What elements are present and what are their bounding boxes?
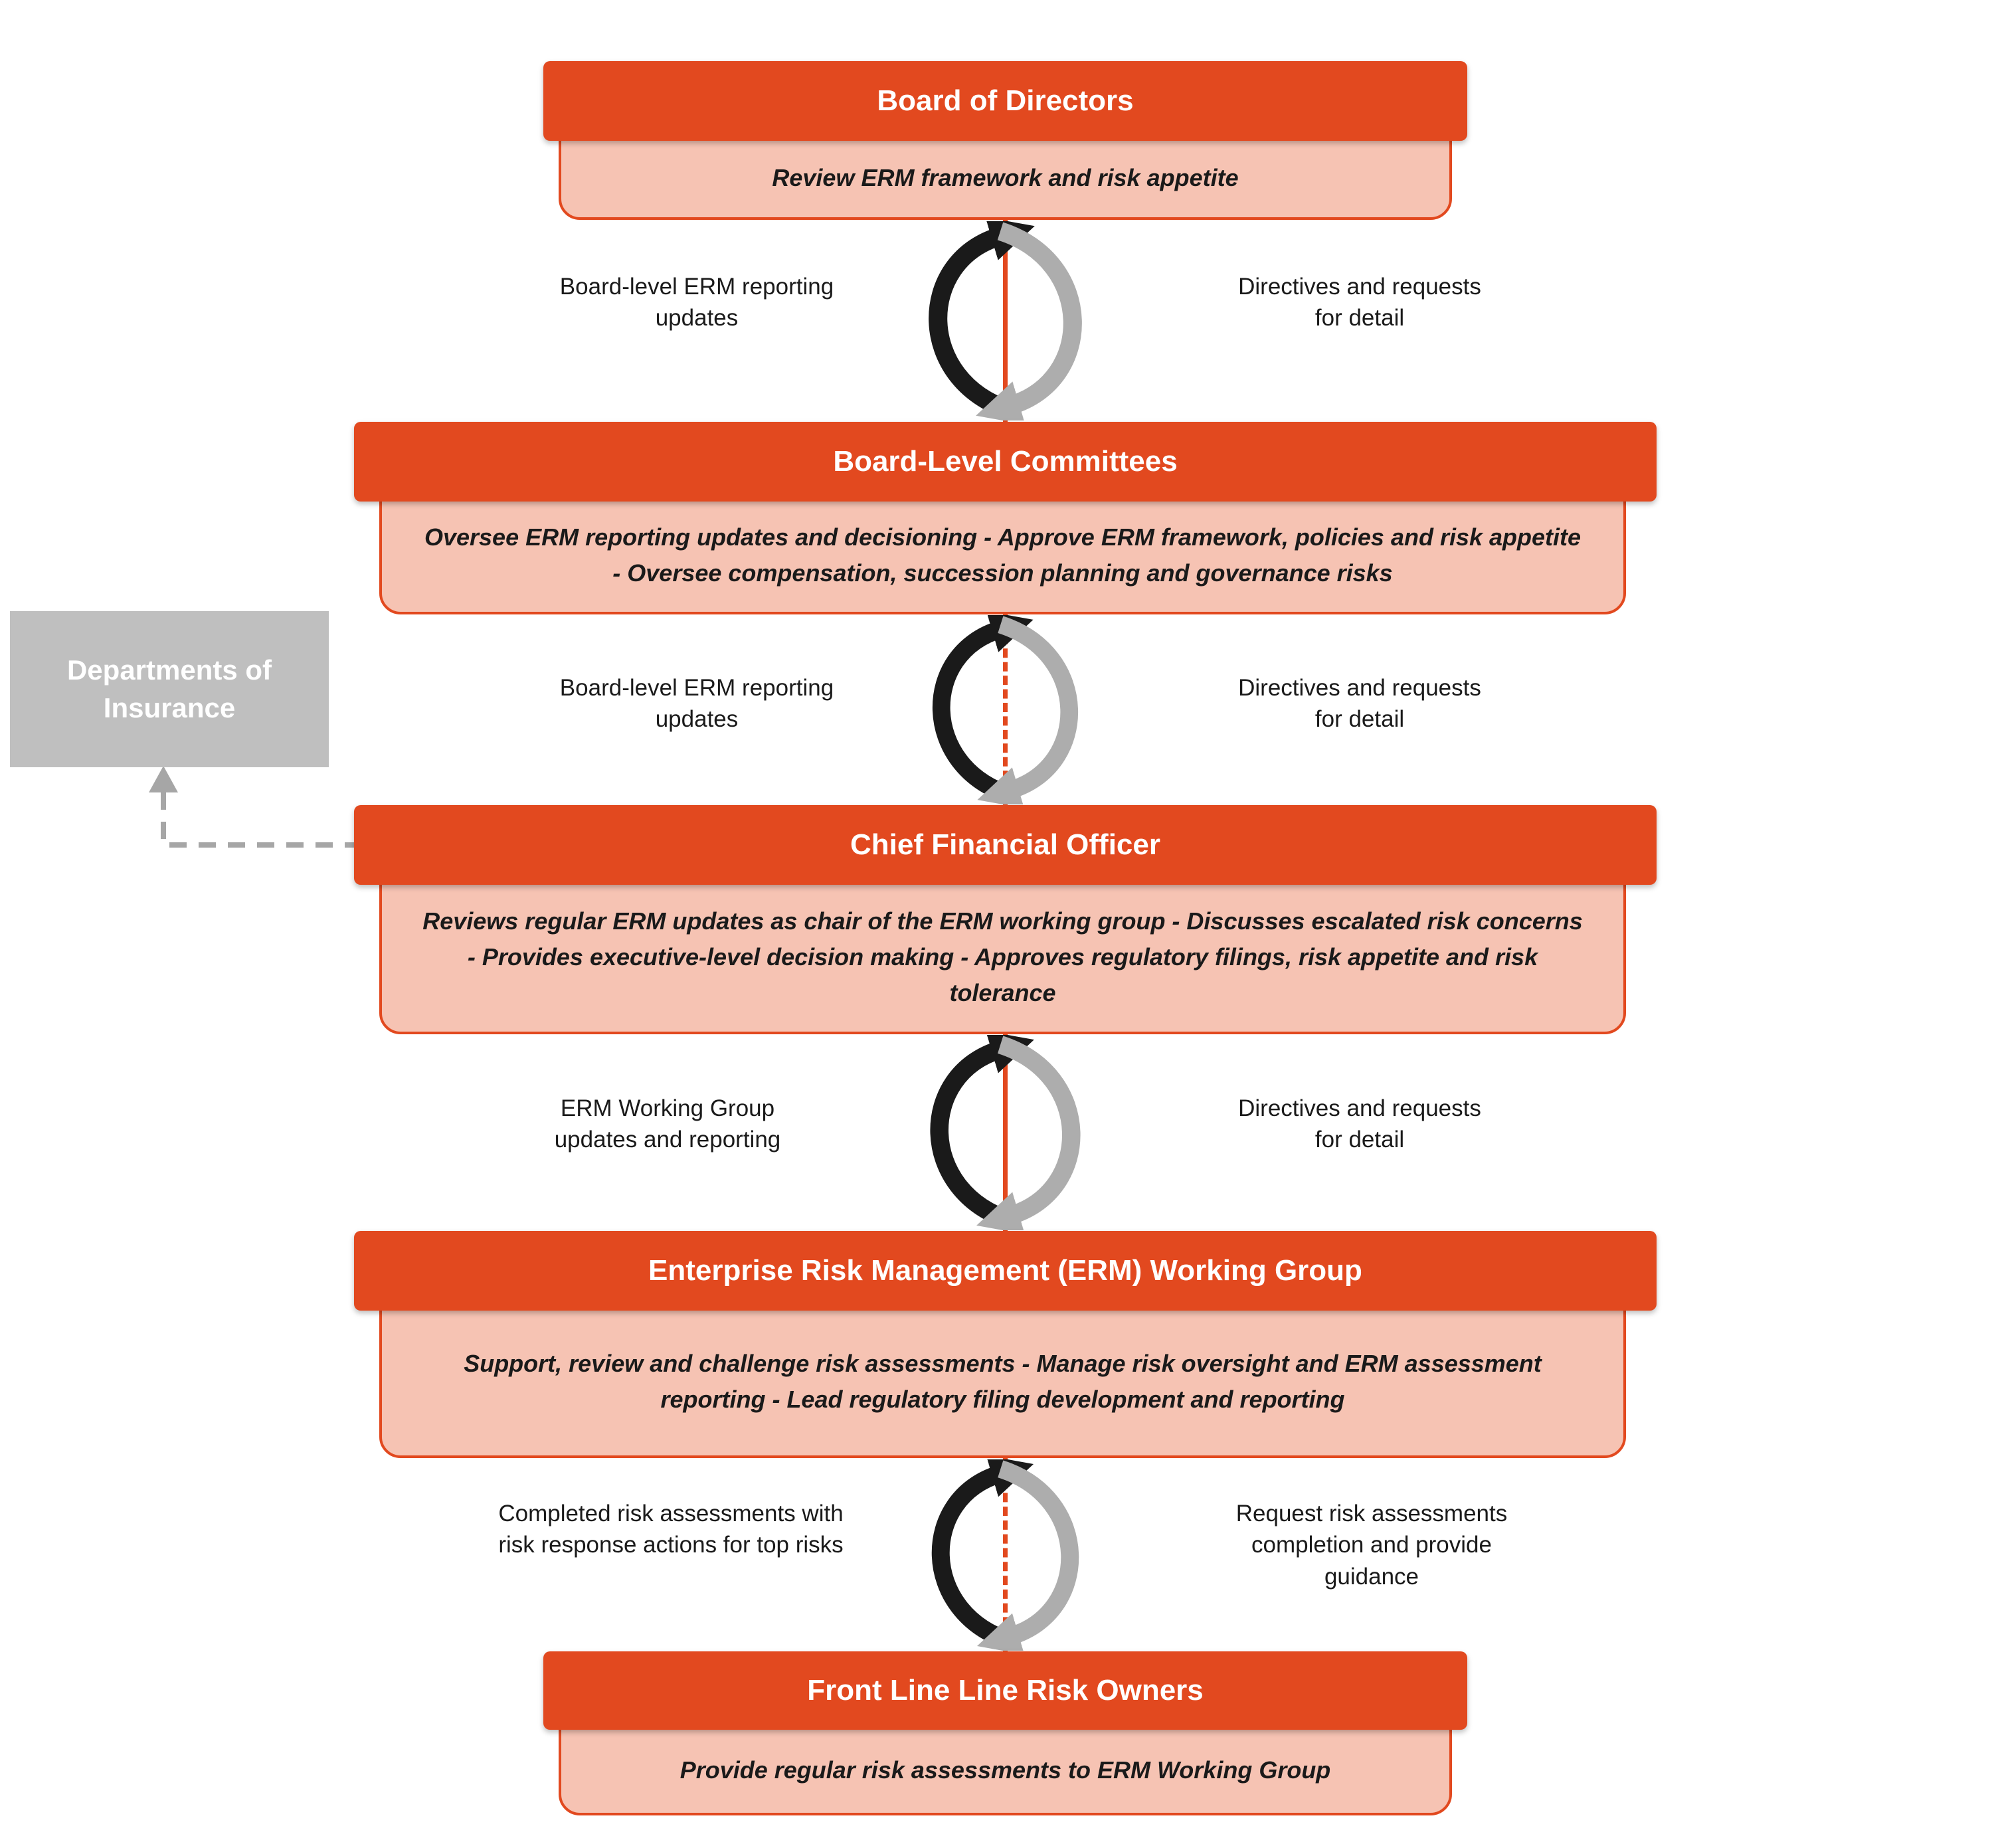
flow-up-label: Completed risk assessments with risk res… bbox=[498, 1501, 844, 1558]
center-connector-dashed-2 bbox=[1003, 1451, 1008, 1654]
box-description: Support, review and challenge risk asses… bbox=[464, 1350, 1542, 1413]
down-arrow-icon bbox=[977, 616, 1079, 804]
box-description: Review ERM framework and risk appetite bbox=[772, 163, 1239, 191]
down-arrow-icon bbox=[976, 1036, 1081, 1230]
box-header-front-line-risk-owners: Front Line Line Risk Owners bbox=[543, 1651, 1467, 1730]
up-arrow-icon bbox=[929, 221, 1035, 420]
down-arrow-icon bbox=[976, 222, 1082, 420]
box-body-erm-working-group: Support, review and challenge risk asses… bbox=[379, 1308, 1626, 1458]
flow-arrows-3 bbox=[930, 1035, 1081, 1230]
flow-arrows-1 bbox=[929, 221, 1082, 420]
box-title: Board-Level Committees bbox=[833, 445, 1178, 478]
up-arrow-icon bbox=[931, 1459, 1034, 1650]
up-arrow-icon bbox=[932, 615, 1034, 804]
departments-of-insurance-connector bbox=[149, 766, 354, 848]
box-title: Enterprise Risk Management (ERM) Working… bbox=[648, 1254, 1362, 1287]
departments-of-insurance-box: Departments of Insurance bbox=[10, 611, 329, 767]
side-box-label: Departments of Insurance bbox=[66, 654, 272, 723]
down-arrow-icon bbox=[976, 1460, 1079, 1651]
box-body-chief-financial-officer: Reviews regular ERM updates as chair of … bbox=[379, 882, 1626, 1034]
box-description: Oversee ERM reporting updates and decisi… bbox=[424, 523, 1582, 587]
flow-down-label: Directives and requests for detail bbox=[1238, 1095, 1481, 1153]
center-connector-dashed-1 bbox=[1003, 608, 1008, 807]
box-description: Reviews regular ERM updates as chair of … bbox=[422, 907, 1583, 1006]
box-header-erm-working-group: Enterprise Risk Management (ERM) Working… bbox=[354, 1231, 1657, 1311]
flow-up-label: Board-level ERM reporting updates bbox=[559, 675, 834, 733]
box-title: Chief Financial Officer bbox=[850, 828, 1160, 861]
flow-down-label: Directives and requests for detail bbox=[1238, 675, 1481, 733]
box-body-board-level-committees: Oversee ERM reporting updates and decisi… bbox=[379, 499, 1626, 614]
box-title: Board of Directors bbox=[877, 84, 1134, 117]
box-header-chief-financial-officer: Chief Financial Officer bbox=[354, 805, 1657, 885]
box-body-front-line-risk-owners: Provide regular risk assessments to ERM … bbox=[559, 1727, 1452, 1815]
box-header-board-level-committees: Board-Level Committees bbox=[354, 422, 1657, 502]
center-connector-solid-2 bbox=[1003, 1026, 1008, 1234]
up-arrow-icon bbox=[930, 1035, 1034, 1230]
box-title: Front Line Line Risk Owners bbox=[807, 1674, 1204, 1707]
flow-arrows-2 bbox=[932, 615, 1079, 804]
flow-up-label: ERM Working Group updates and reporting bbox=[554, 1095, 781, 1153]
box-body-board-of-directors: Review ERM framework and risk appetite bbox=[559, 138, 1452, 220]
flow-down-label: Directives and requests for detail bbox=[1238, 274, 1481, 331]
dashed-connector-line bbox=[161, 792, 354, 848]
center-connector-solid-1 bbox=[1003, 199, 1008, 425]
dashed-arrow-up-icon bbox=[149, 766, 178, 792]
box-header-board-of-directors: Board of Directors bbox=[543, 61, 1467, 141]
flow-down-label: Request risk assessments completion and … bbox=[1235, 1501, 1508, 1590]
flow-arrows-4 bbox=[931, 1459, 1079, 1651]
box-description: Provide regular risk assessments to ERM … bbox=[679, 1756, 1331, 1784]
flow-up-label: Board-level ERM reporting updates bbox=[559, 274, 834, 331]
